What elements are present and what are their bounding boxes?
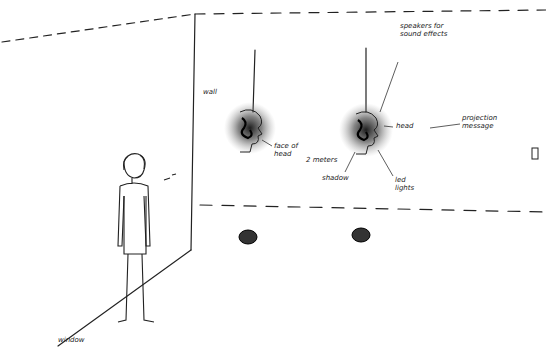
handwritten-note: window	[58, 336, 85, 344]
hanging-wire	[365, 48, 366, 112]
ceiling-line	[195, 10, 546, 14]
handwritten-note: 2 meters	[306, 156, 337, 164]
handwritten-note: projection message	[462, 114, 514, 130]
handwritten-note: head	[396, 122, 413, 130]
handwritten-note: shadow	[322, 174, 349, 182]
leader-line	[262, 62, 460, 176]
handwritten-note: wall	[203, 88, 217, 96]
ceiling-line	[2, 14, 195, 42]
handwritten-note: led lights	[395, 176, 425, 192]
floor-line	[200, 205, 546, 212]
device-symbol	[532, 148, 538, 159]
head-sculpture	[224, 102, 276, 154]
handwritten-note: face of head	[274, 142, 308, 158]
head-sculpture	[339, 103, 393, 157]
wall-edge	[191, 14, 195, 250]
floor-speaker	[239, 228, 370, 244]
handwritten-note: speakers for sound effects	[400, 22, 462, 38]
floor-line	[58, 250, 191, 346]
viewer-figure	[118, 154, 176, 322]
